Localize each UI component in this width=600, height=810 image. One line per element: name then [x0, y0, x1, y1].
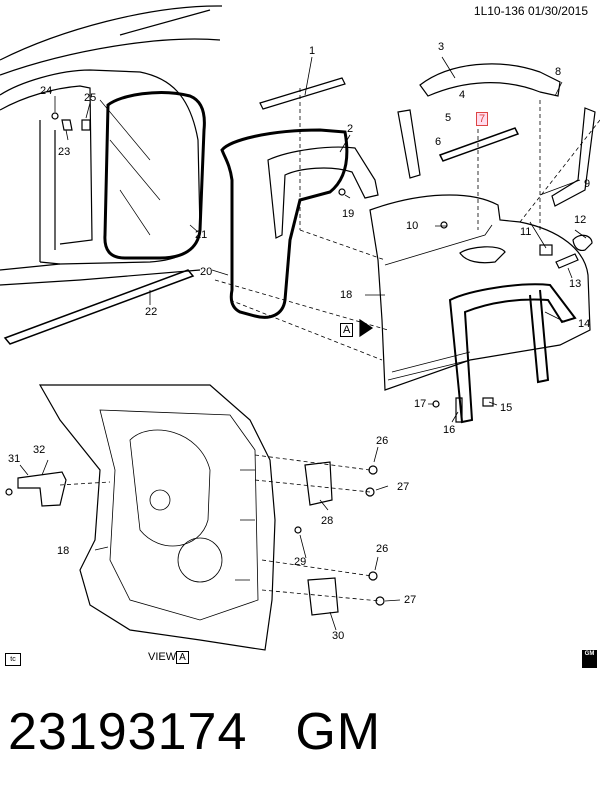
handle-seal: [555, 253, 579, 269]
callout-9: 9: [584, 178, 591, 190]
upper-reveal-molding: [419, 63, 561, 97]
leader-lines-upper: [214, 88, 600, 361]
leader-lines-lower: [59, 454, 381, 602]
pin: [294, 526, 302, 534]
plug: [81, 119, 91, 131]
bolt: [365, 487, 375, 497]
document-id: 1L10-136 01/30/2015: [473, 4, 588, 18]
view-label-box: A: [176, 651, 189, 664]
callout-21: 21: [195, 229, 208, 241]
callout-2: 2: [347, 123, 354, 135]
callout-20: 20: [200, 266, 213, 278]
gm-logo: GM: [582, 650, 597, 668]
upper-hinge: [304, 461, 333, 506]
view-a-marker-box: A: [340, 323, 354, 337]
callout-32: 32: [33, 444, 46, 456]
callout-18: 18: [340, 289, 353, 301]
bracket: [61, 119, 73, 131]
callout-15: 15: [500, 402, 513, 414]
callout-1: 1: [309, 45, 316, 57]
pillar-applique: [397, 109, 421, 179]
callout-30: 30: [332, 630, 345, 642]
callout-10: 10: [406, 220, 419, 232]
bolt: [5, 488, 13, 496]
door-inner-panel: [38, 384, 276, 651]
callout-27-lower: 27: [404, 594, 417, 606]
part-caption: 23193174 GM: [8, 702, 381, 762]
door-weatherstrip: [220, 128, 349, 319]
callout-11: 11: [520, 226, 532, 238]
fastener: [338, 188, 346, 196]
brand-name: GM: [295, 703, 382, 761]
bolt: [368, 465, 378, 475]
callout-4: 4: [459, 89, 466, 101]
handle-bracket: [539, 244, 553, 256]
callout-5: 5: [445, 112, 452, 124]
fastener: [51, 112, 59, 120]
spacer: [455, 397, 463, 423]
body-side-opening: [0, 5, 223, 286]
callout-17: 17: [414, 398, 427, 410]
handle-cap: [572, 234, 593, 252]
callout-31: 31: [8, 453, 21, 465]
callout-14: 14: [578, 318, 591, 330]
callout-29: 29: [294, 556, 307, 568]
rear-applique: [551, 107, 596, 207]
callout-25: 25: [84, 92, 97, 104]
sill-molding: [3, 269, 195, 345]
fastener: [440, 221, 448, 229]
clip: [482, 397, 494, 407]
callout-18-lower: 18: [57, 545, 70, 557]
callout-28: 28: [321, 515, 334, 527]
upper-molding-strip: [259, 77, 346, 110]
callout-3: 3: [438, 41, 445, 53]
callout-6: 6: [435, 136, 442, 148]
callout-16: 16: [443, 424, 456, 436]
exploded-door-diagram: [0, 5, 600, 651]
upper-door-seal: [267, 146, 379, 239]
callout-7-highlighted: 7: [476, 112, 489, 126]
callout-26-lower: 26: [376, 543, 389, 555]
view-a-arrow-shape: [359, 318, 374, 338]
window-channel: [448, 283, 577, 424]
callout-27-upper: 27: [397, 481, 410, 493]
view-a-marker: A: [340, 323, 354, 337]
callout-22: 22: [145, 306, 158, 318]
handle-bezel: [459, 246, 506, 264]
callout-23: 23: [58, 146, 71, 158]
lower-hinge: [307, 577, 339, 616]
callout-24: 24: [40, 85, 53, 97]
callout-12: 12: [574, 214, 587, 226]
view-label-text: VIEW: [148, 651, 177, 663]
door-check-link: [17, 471, 67, 507]
door-outer-panel: [369, 194, 591, 391]
callout-19: 19: [342, 208, 355, 220]
tc-badge: tc: [5, 653, 21, 666]
callout-26-upper: 26: [376, 435, 389, 447]
callout-8: 8: [555, 66, 562, 78]
callout-13: 13: [569, 278, 582, 290]
leader-lines: [19, 56, 587, 631]
belt-molding: [438, 127, 520, 162]
bolt: [368, 571, 378, 581]
part-number: 23193174: [8, 703, 248, 761]
body-weatherstrip: [103, 91, 206, 260]
